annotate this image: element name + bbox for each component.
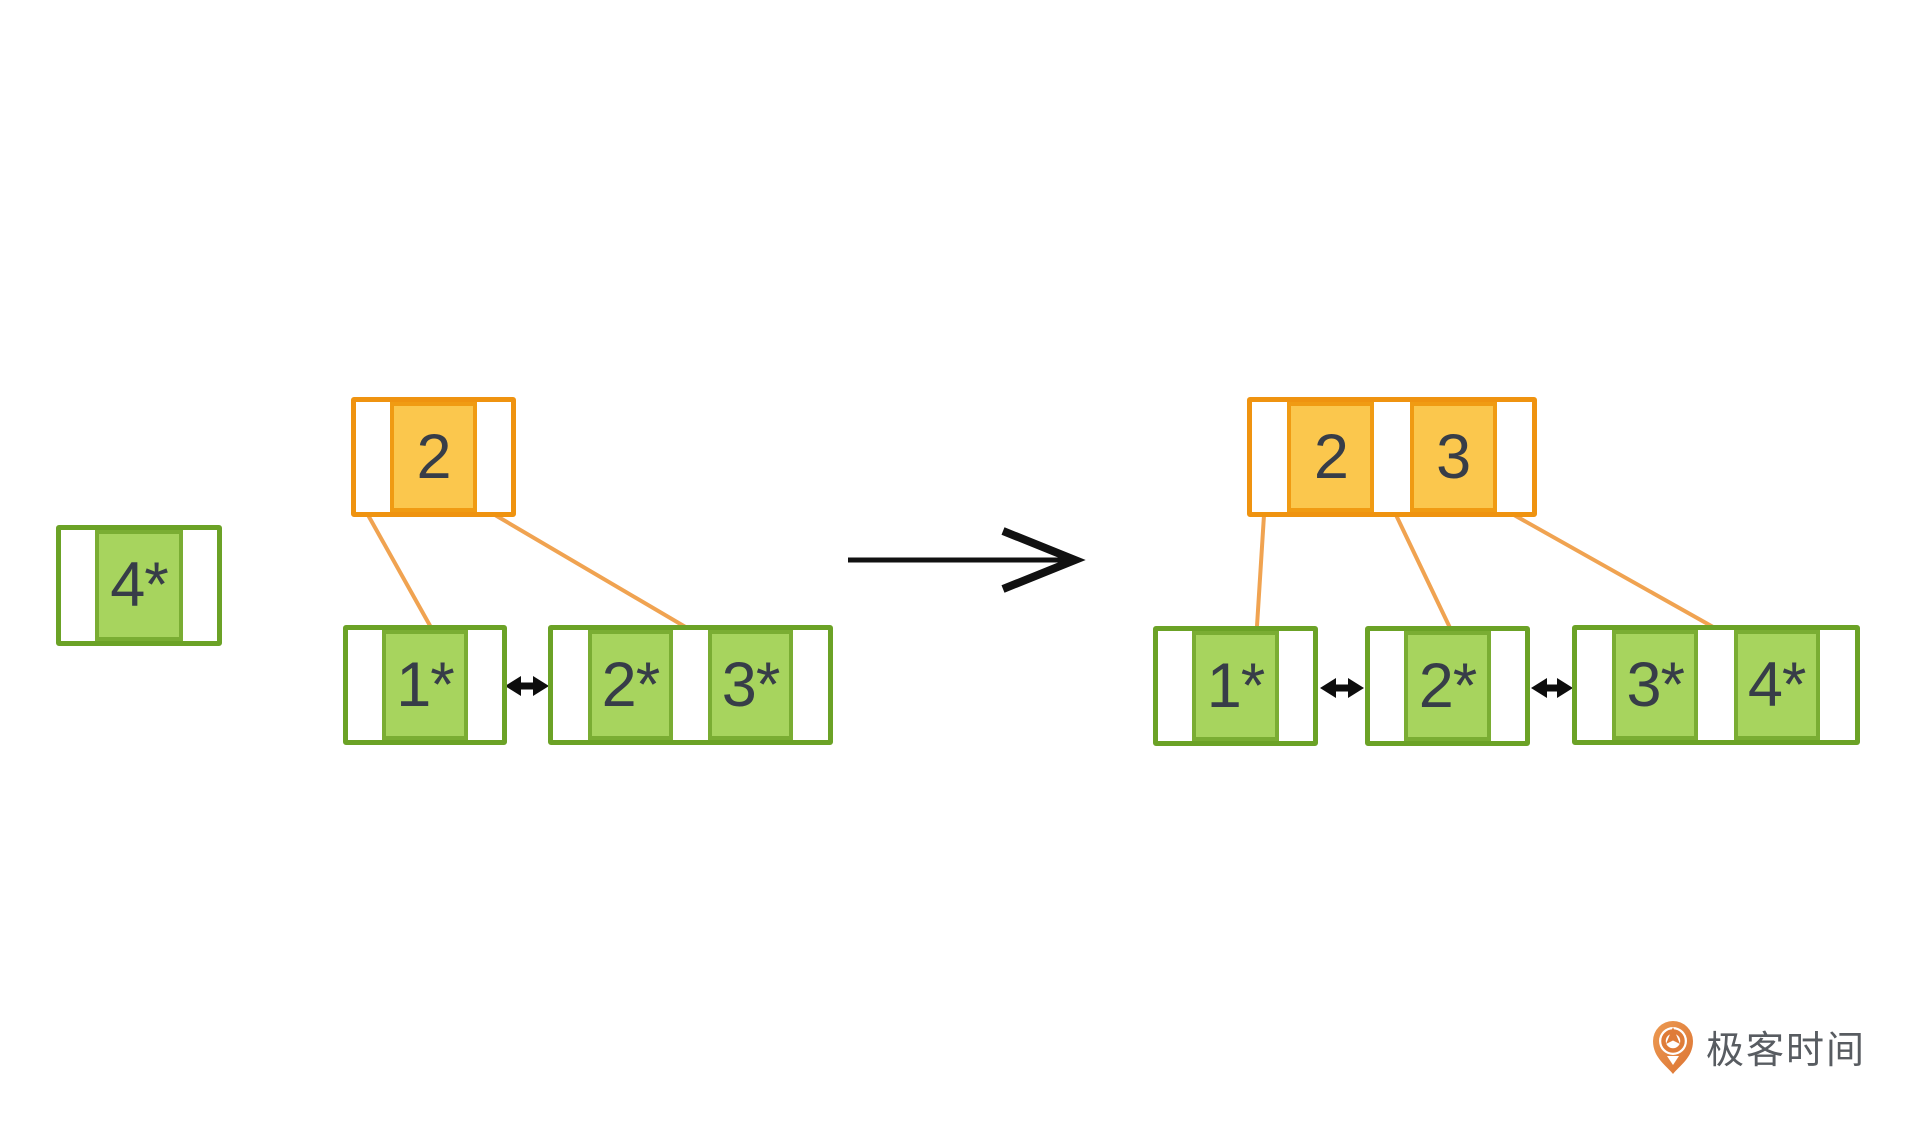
pointer-slot [1698, 630, 1734, 740]
record-cell: 3* [707, 630, 794, 740]
transition-arrow [848, 527, 1086, 593]
pointer-slot [1491, 631, 1525, 741]
pointer-line-before-left [366, 513, 435, 633]
pointer-slot [553, 630, 588, 740]
pointer-slot [1370, 631, 1404, 741]
before-leaf-node-1: 1* [343, 625, 507, 745]
leaf-link-arrow-after-1 [1320, 678, 1364, 698]
pointer-slot [182, 530, 218, 641]
pointer-slot [1279, 631, 1313, 741]
key-cell: 2 [389, 402, 478, 512]
leaf-link-arrow-before [505, 676, 549, 696]
pointer-slot [468, 630, 502, 740]
record-cell: 1* [381, 630, 469, 740]
pointer-slot [356, 402, 390, 512]
geektime-logo: 极客时间 [1650, 1016, 1866, 1076]
before-leaf-node-2: 2* 3* [548, 625, 833, 745]
key-cell: 2 [1287, 402, 1375, 512]
geektime-logo-icon [1653, 1021, 1693, 1074]
record-cell: 2* [587, 630, 674, 740]
standalone-record-node: 4* [56, 525, 222, 646]
transition-arrow-head [1001, 527, 1086, 593]
key-cell: 3 [1409, 402, 1497, 512]
pointer-line-after-right [1512, 513, 1724, 634]
pointer-line-after-middle [1394, 513, 1454, 634]
record-cell: 2* [1403, 631, 1492, 741]
leaf-link-arrow-after-2 [1531, 678, 1573, 698]
after-leaf-node-2: 2* [1365, 626, 1530, 746]
pointer-slot [1252, 402, 1288, 512]
after-leaf-node-1: 1* [1153, 626, 1318, 746]
pointer-slot [673, 630, 708, 740]
pointer-slot [793, 630, 829, 740]
pointer-slot [1819, 630, 1855, 740]
pointer-slot [1577, 630, 1613, 740]
record-cell: 1* [1191, 631, 1280, 741]
after-root-node: 2 3 [1247, 397, 1537, 517]
record-cell: 3* [1612, 630, 1699, 740]
after-leaf-node-3: 3* 4* [1572, 625, 1860, 745]
pointer-slot [348, 630, 382, 740]
record-cell: 4* [1733, 630, 1820, 740]
pointer-line-before-right [493, 513, 696, 634]
pointer-slot [477, 402, 511, 512]
pointer-slot [1496, 402, 1533, 512]
pointer-slot [1374, 402, 1410, 512]
record-cell: 4* [95, 530, 183, 641]
pointer-slot [61, 530, 96, 641]
pointer-slot [1158, 631, 1192, 741]
geektime-logo-text: 极客时间 [1706, 1029, 1867, 1072]
before-root-node: 2 [351, 397, 516, 517]
pointer-line-after-left [1255, 513, 1266, 628]
